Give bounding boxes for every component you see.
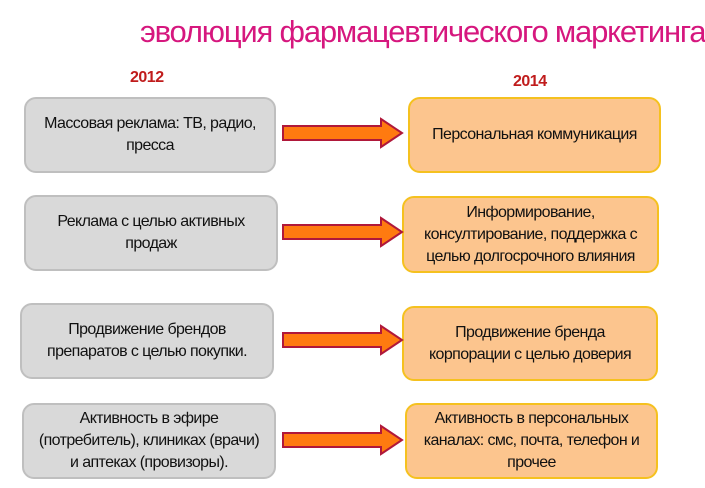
new-approach-text: Активность в персональных каналах: смс, … xyxy=(423,410,640,471)
year-2014-label: 2014 xyxy=(513,73,547,90)
old-approach-text: Активность в эфире (потребитель), клиник… xyxy=(38,410,260,471)
arrow-right-icon xyxy=(282,324,404,356)
new-approach-box-2: Информирование, консултирование, поддерж… xyxy=(402,196,659,273)
new-approach-box-3: Продвижение бренда корпорации с целью до… xyxy=(402,306,658,381)
arrow-right-icon xyxy=(282,117,404,149)
new-approach-box-4: Активность в персональных каналах: смс, … xyxy=(405,403,658,479)
old-approach-text: Массовая реклама: ТВ, радио, пресса xyxy=(44,115,256,154)
old-approach-text: Продвижение брендов препаратов с целью п… xyxy=(47,321,248,360)
old-approach-box-1: Массовая реклама: ТВ, радио, пресса xyxy=(24,97,276,173)
new-approach-text: Персональная коммуникация xyxy=(432,126,637,143)
old-approach-box-3: Продвижение брендов препаратов с целью п… xyxy=(20,303,274,379)
new-approach-box-1: Персональная коммуникация xyxy=(408,97,661,173)
arrow-right-icon xyxy=(282,216,404,248)
old-approach-box-4: Активность в эфире (потребитель), клиник… xyxy=(22,403,276,479)
old-approach-box-2: Реклама с целью активных продаж xyxy=(24,195,278,271)
new-approach-text: Информирование, консултирование, поддерж… xyxy=(423,203,638,265)
new-approach-text: Продвижение бренда корпорации с целью до… xyxy=(428,323,632,363)
old-approach-text: Реклама с целью активных продаж xyxy=(57,213,245,252)
arrow-right-icon xyxy=(282,424,404,456)
slide-title: эволюция фармацевтического маркетинга xyxy=(140,14,705,49)
year-2012-label: 2012 xyxy=(130,69,164,86)
